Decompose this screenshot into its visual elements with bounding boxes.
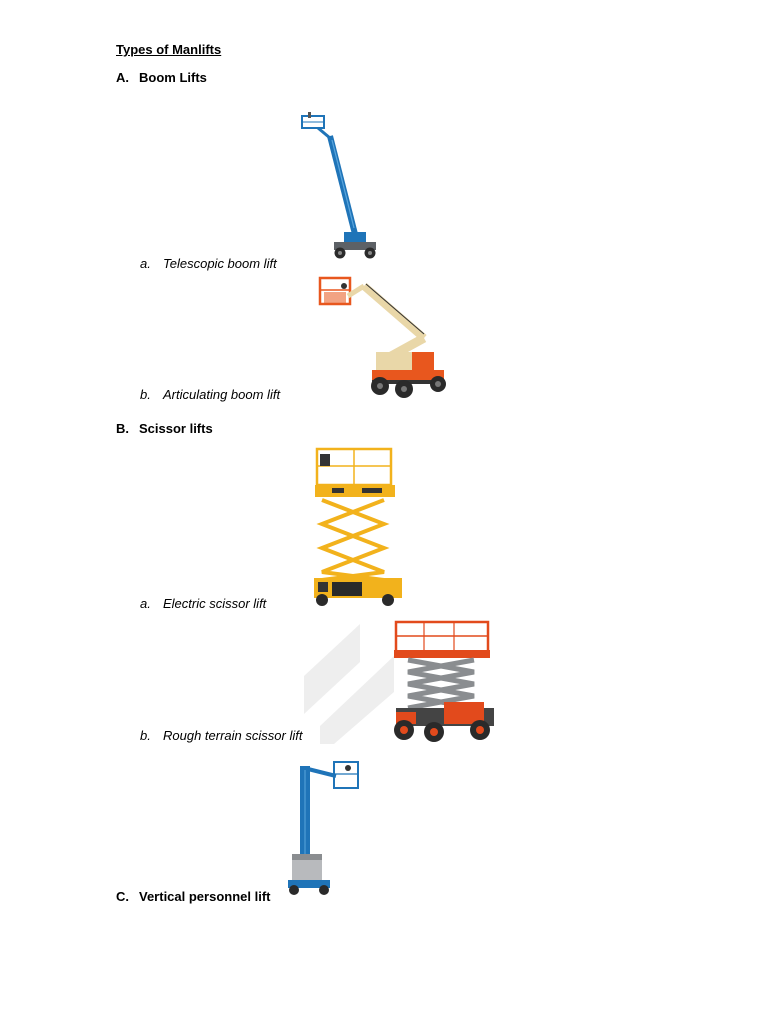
section-marker: A. — [116, 70, 129, 85]
section-b-heading: B. Scissor lifts — [116, 421, 213, 437]
list-item-label: Rough terrain scissor lift — [163, 728, 303, 743]
list-item-electric-scissor: a. Electric scissor lift — [140, 596, 266, 612]
electric-scissor-lift-illustration — [314, 447, 402, 606]
telescopic-boom-lift-illustration — [301, 112, 376, 259]
list-marker: b. — [140, 728, 151, 743]
list-item-label: Telescopic boom lift — [163, 256, 277, 271]
page-title: Types of Manlifts — [116, 42, 222, 57]
section-marker: C. — [116, 889, 129, 904]
section-c-heading: C. Vertical personnel lift — [116, 889, 271, 905]
section-title: Scissor lifts — [139, 421, 213, 436]
section-a-heading: A. Boom Lifts — [116, 70, 207, 86]
section-title: Vertical personnel lift — [139, 889, 271, 904]
list-item-label: Electric scissor lift — [163, 596, 267, 611]
section-marker: B. — [116, 421, 129, 436]
list-marker: a. — [140, 596, 151, 611]
rough-terrain-scissor-lift-illustration — [304, 620, 494, 744]
vertical-personnel-lift-illustration — [288, 761, 359, 895]
list-item-rough-terrain-scissor: b. Rough terrain scissor lift — [140, 728, 302, 744]
list-marker: b. — [140, 387, 151, 402]
articulating-boom-lift-illustration — [318, 276, 446, 398]
list-item-telescopic: a. Telescopic boom lift — [140, 256, 277, 272]
list-marker: a. — [140, 256, 151, 271]
list-item-articulating: b. Articulating boom lift — [140, 387, 280, 403]
section-title: Boom Lifts — [139, 70, 207, 85]
list-item-label: Articulating boom lift — [163, 387, 281, 402]
